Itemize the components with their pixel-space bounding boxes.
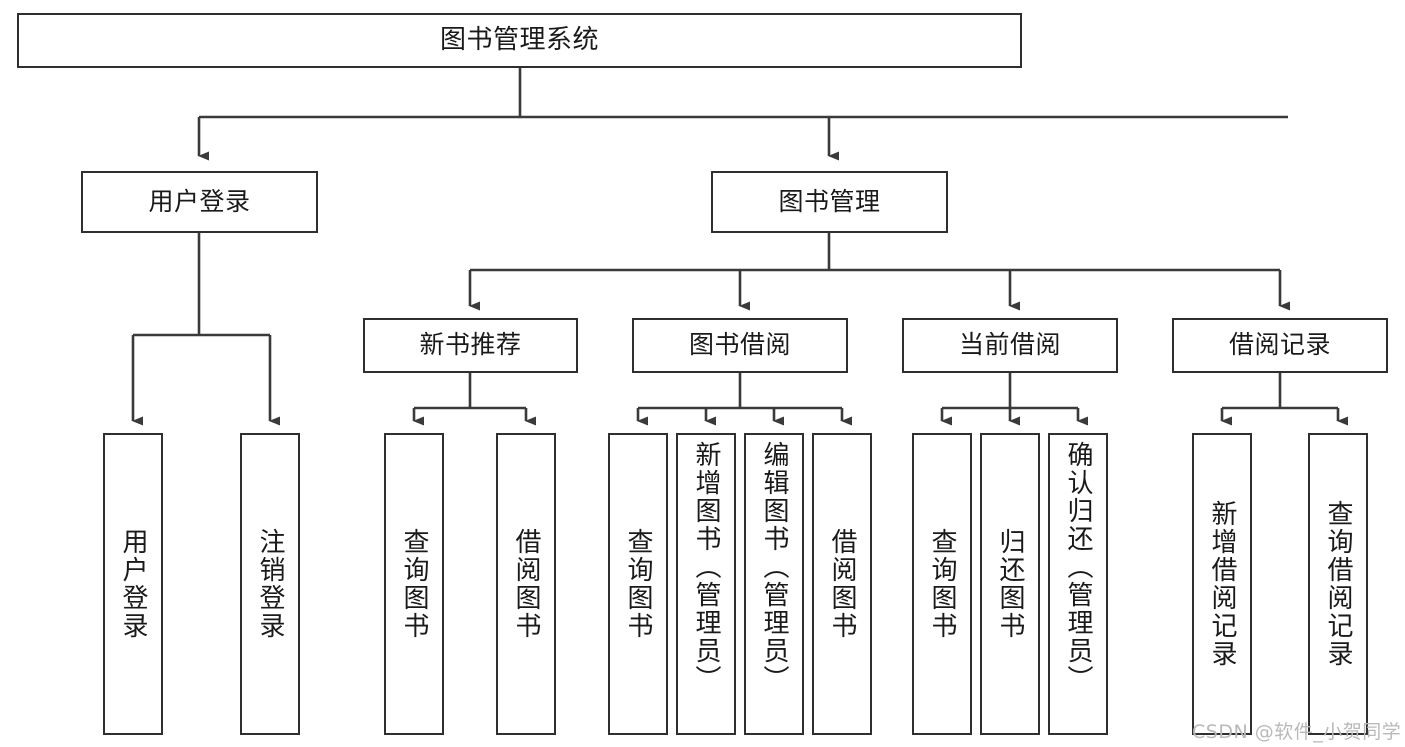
- node-label: 新增图书（管理员）: [691, 441, 721, 693]
- node-label: 新书推荐: [419, 330, 522, 360]
- node-label: 当前借阅: [958, 330, 1061, 360]
- leaf-add-borrow-record[interactable]: 新增借阅记录: [1192, 433, 1252, 735]
- node-book-management[interactable]: 图书管理: [711, 171, 948, 233]
- node-label: 注销登录: [255, 528, 285, 640]
- node-label: 借阅图书: [827, 528, 857, 640]
- node-label: 图书管理: [778, 186, 881, 216]
- leaf-query-borrow-record[interactable]: 查询借阅记录: [1308, 433, 1368, 735]
- leaf-borrow-book[interactable]: 借阅图书: [812, 433, 872, 735]
- watermark-text: CSDN @软件_小贺同学: [1192, 721, 1402, 743]
- leaf-logout[interactable]: 注销登录: [240, 433, 300, 735]
- node-label: 用户登录: [118, 528, 148, 640]
- node-label: 图书管理系统: [439, 24, 599, 55]
- leaf-add-book-admin[interactable]: 新增图书（管理员）: [676, 433, 736, 735]
- leaf-query-book-current[interactable]: 查询图书: [912, 433, 972, 735]
- node-root-system[interactable]: 图书管理系统: [17, 13, 1022, 68]
- node-label: 新增借阅记录: [1207, 500, 1237, 668]
- node-label: 归还图书: [995, 528, 1025, 640]
- node-borrow-records[interactable]: 借阅记录: [1172, 318, 1388, 373]
- node-label: 借阅记录: [1228, 330, 1331, 360]
- leaf-edit-book-admin[interactable]: 编辑图书（管理员）: [744, 433, 804, 735]
- leaf-return-book[interactable]: 归还图书: [980, 433, 1040, 735]
- node-book-borrow[interactable]: 图书借阅: [632, 318, 848, 373]
- leaf-user-login[interactable]: 用户登录: [103, 433, 163, 735]
- node-current-borrow[interactable]: 当前借阅: [902, 318, 1118, 373]
- node-user-login[interactable]: 用户登录: [81, 171, 318, 233]
- leaf-confirm-return-admin[interactable]: 确认归还（管理员）: [1048, 433, 1108, 735]
- node-label: 图书借阅: [688, 330, 791, 360]
- node-new-book-recommend[interactable]: 新书推荐: [363, 318, 578, 373]
- leaf-query-book-borrow[interactable]: 查询图书: [608, 433, 668, 735]
- node-label: 查询图书: [399, 528, 429, 640]
- node-label: 查询借阅记录: [1323, 500, 1353, 668]
- leaf-borrow-book-recommend[interactable]: 借阅图书: [496, 433, 556, 735]
- leaf-query-book-recommend[interactable]: 查询图书: [384, 433, 444, 735]
- node-label: 借阅图书: [511, 528, 541, 640]
- node-label: 确认归还（管理员）: [1063, 441, 1093, 693]
- node-label: 编辑图书（管理员）: [759, 441, 789, 693]
- node-label: 查询图书: [927, 528, 957, 640]
- node-label: 用户登录: [148, 186, 251, 216]
- node-label: 查询图书: [623, 528, 653, 640]
